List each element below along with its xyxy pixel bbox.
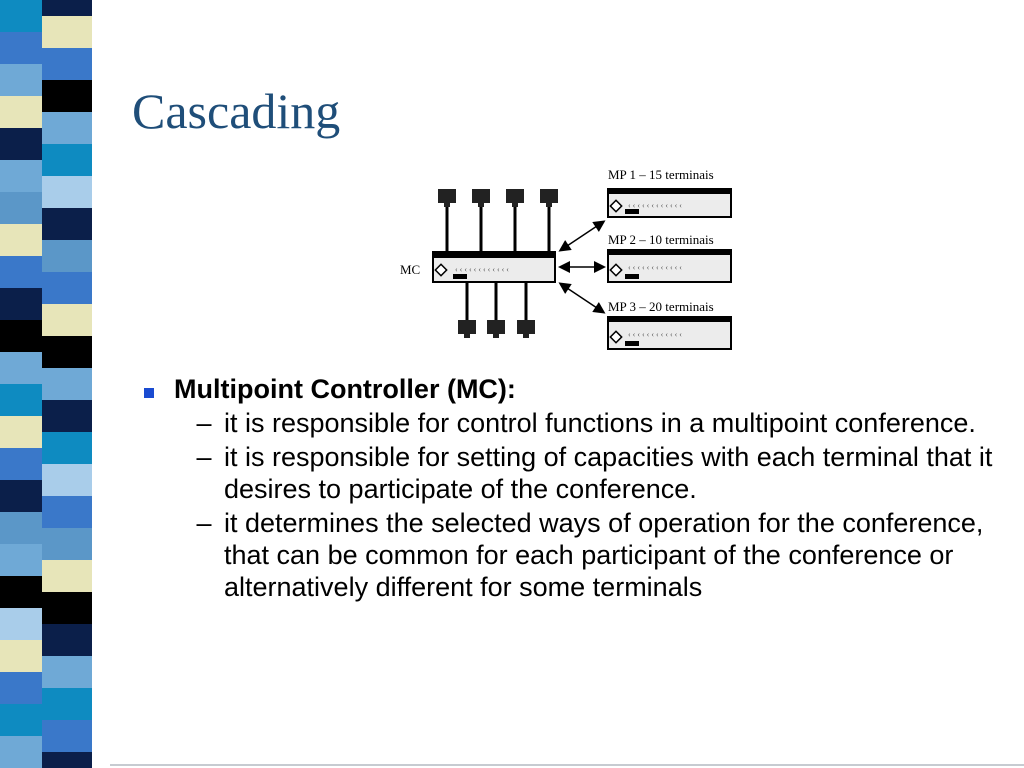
svg-text:‹‹‹‹‹‹‹‹‹‹‹‹: ‹‹‹‹‹‹‹‹‹‹‹‹	[628, 263, 684, 272]
stripe-block	[42, 656, 92, 689]
dash-bullet-icon: –	[196, 408, 212, 438]
stripe-block	[0, 448, 42, 481]
slide-title: Cascading	[132, 83, 341, 139]
stripe-block	[0, 544, 42, 577]
stripe-block	[42, 464, 92, 497]
stripe-block	[42, 528, 92, 561]
stripe-block	[0, 640, 42, 673]
mp2-label: MP 2 – 10 terminais	[608, 232, 714, 247]
stripe-block	[0, 576, 42, 609]
stripe-block	[42, 560, 92, 593]
stripe-block	[42, 304, 92, 337]
mc-device: ‹‹‹‹‹‹‹‹‹‹‹‹	[432, 251, 556, 283]
stripe-block	[0, 608, 42, 641]
svg-text:‹‹‹‹‹‹‹‹‹‹‹‹: ‹‹‹‹‹‹‹‹‹‹‹‹	[455, 265, 511, 274]
stripe-block	[42, 752, 92, 768]
svg-text:‹‹‹‹‹‹‹‹‹‹‹‹: ‹‹‹‹‹‹‹‹‹‹‹‹	[628, 330, 684, 339]
stripe-block	[0, 672, 42, 705]
cascading-network-diagram: ‹‹‹‹‹‹‹‹‹‹‹‹ MC ‹‹‹‹‹‹‹‹‹‹‹‹ ‹‹‹‹‹‹‹‹‹‹‹…	[400, 167, 732, 350]
stripe-block	[42, 272, 92, 305]
stripe-block	[0, 64, 42, 97]
mc-bottom-terminals	[458, 282, 535, 338]
stripe-block	[42, 336, 92, 369]
sub-bullet-item: – it is responsible for setting of capac…	[184, 441, 1010, 505]
stripe-block	[42, 48, 92, 81]
terminal-icon	[487, 282, 505, 338]
sub-bullet-text: it is responsible for control functions …	[224, 408, 976, 438]
stripe-block	[42, 432, 92, 465]
mp3-device: ‹‹‹‹‹‹‹‹‹‹‹‹	[607, 316, 732, 350]
sub-bullet-item: – it determines the selected ways of ope…	[184, 507, 1010, 603]
stripe-block	[42, 240, 92, 273]
stripe-block	[0, 192, 42, 225]
stripe-block	[0, 416, 42, 449]
stripe-block	[0, 224, 42, 257]
sub-bullet-item: – it is responsible for control function…	[184, 407, 1010, 439]
mp3-label: MP 3 – 20 terminais	[608, 299, 714, 314]
stripe-block	[0, 160, 42, 193]
stripe-block	[42, 208, 92, 241]
mp1-device: ‹‹‹‹‹‹‹‹‹‹‹‹	[607, 188, 732, 218]
terminal-icon	[517, 282, 535, 338]
stripe-block	[0, 352, 42, 385]
dash-bullet-icon: –	[196, 442, 212, 472]
stripe-block	[42, 16, 92, 49]
bullet-list: Multipoint Controller (MC): – it is resp…	[130, 373, 1010, 603]
stripe-block	[0, 0, 42, 33]
mc-label: MC	[400, 262, 420, 277]
stripe-block	[42, 688, 92, 721]
stripe-block	[42, 144, 92, 177]
arrow-mc-mp1	[558, 220, 606, 252]
terminal-icon	[458, 282, 476, 338]
terminal-icon	[438, 189, 456, 252]
svg-text:‹‹‹‹‹‹‹‹‹‹‹‹: ‹‹‹‹‹‹‹‹‹‹‹‹	[628, 201, 684, 210]
stripe-block	[42, 496, 92, 529]
stripe-block	[0, 480, 42, 513]
stripe-block	[42, 176, 92, 209]
stripe-block	[0, 128, 42, 161]
stripe-block	[42, 112, 92, 145]
stripe-block	[42, 592, 92, 625]
bottom-divider	[110, 764, 1024, 766]
stripe-block	[0, 288, 42, 321]
stripe-block	[42, 80, 92, 113]
mp1-label: MP 1 – 15 terminais	[608, 167, 714, 182]
sub-bullet-text: it is responsible for setting of capacit…	[224, 442, 993, 504]
stripe-block	[42, 0, 92, 17]
terminal-icon	[540, 189, 558, 252]
bullet-heading: Multipoint Controller (MC):	[174, 374, 516, 404]
stripe-block	[0, 320, 42, 353]
stripe-block	[42, 368, 92, 401]
mp2-device: ‹‹‹‹‹‹‹‹‹‹‹‹	[607, 249, 732, 283]
stripe-block	[0, 96, 42, 129]
stripe-block	[0, 32, 42, 65]
stripe-block	[0, 736, 42, 768]
stripe-block	[42, 624, 92, 657]
arrow-mc-mp3	[558, 282, 606, 314]
stripe-block	[42, 720, 92, 753]
mc-top-terminals	[438, 189, 558, 252]
stripe-block	[0, 704, 42, 737]
sub-bullet-text: it determines the selected ways of opera…	[224, 508, 984, 602]
terminal-icon	[472, 189, 490, 252]
dash-bullet-icon: –	[196, 508, 212, 538]
stripe-block	[0, 512, 42, 545]
stripe-block	[42, 400, 92, 433]
square-bullet-icon	[144, 388, 154, 398]
decorative-color-stripe	[0, 0, 92, 768]
terminal-icon	[506, 189, 524, 252]
stripe-block	[0, 256, 42, 289]
bullet-item-main: Multipoint Controller (MC):	[130, 373, 1010, 405]
stripe-block	[0, 384, 42, 417]
